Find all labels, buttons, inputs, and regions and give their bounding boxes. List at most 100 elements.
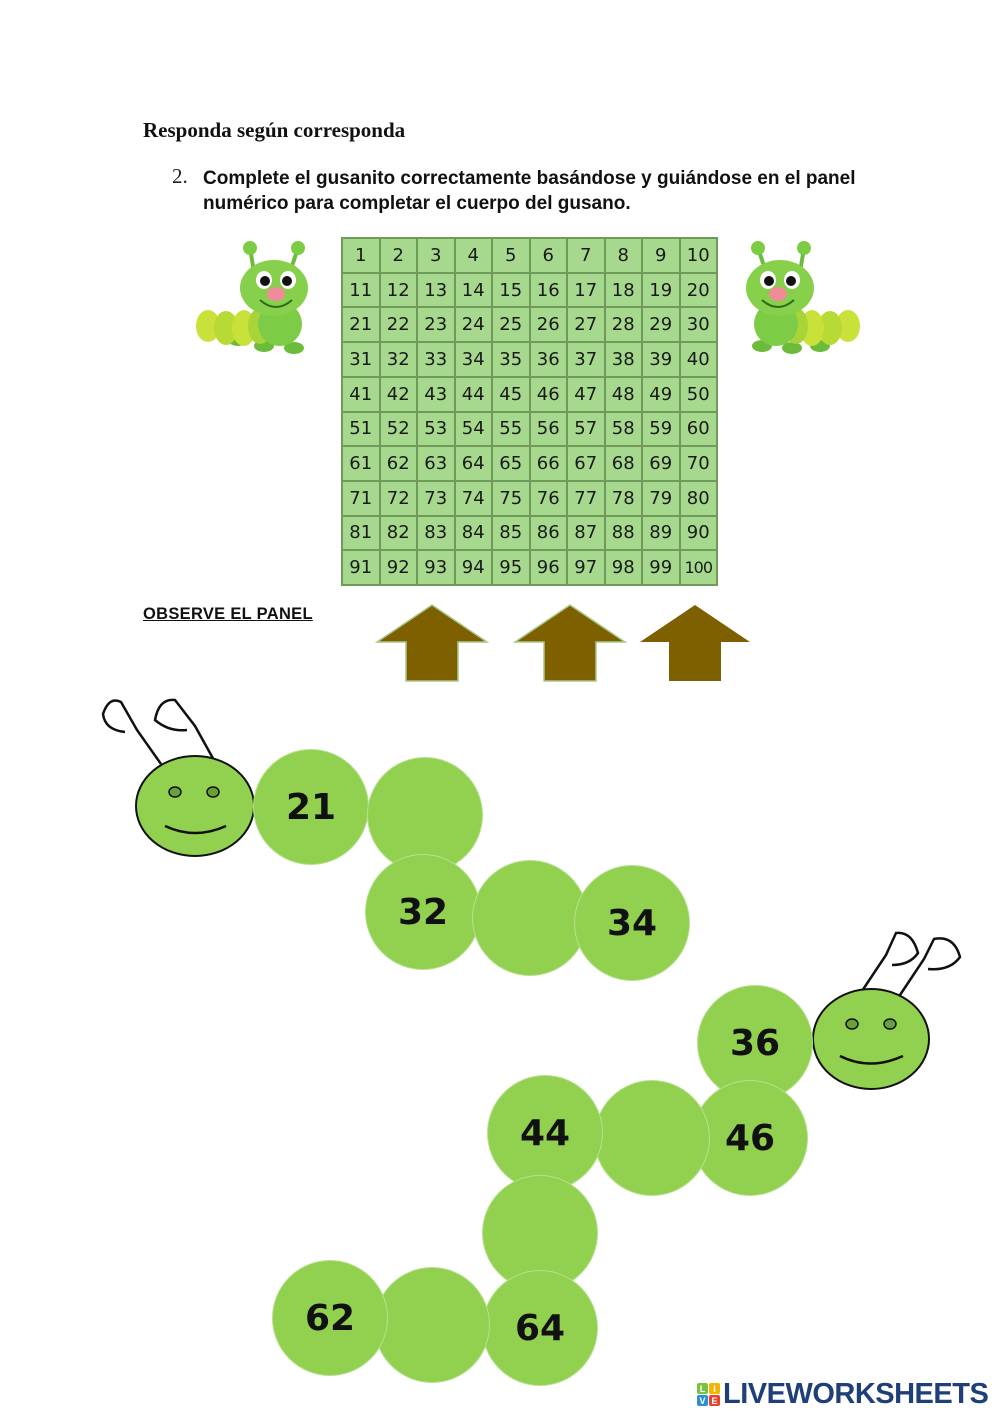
panel-cell: 73 <box>418 481 454 515</box>
panel-cell: 90 <box>680 516 716 550</box>
panel-cell: 44 <box>455 377 491 411</box>
segment-blank-22[interactable] <box>367 757 483 873</box>
panel-cell: 26 <box>530 308 566 342</box>
panel-cell: 10 <box>680 239 716 272</box>
segment-44: 44 <box>487 1075 603 1191</box>
panel-cell: 69 <box>643 447 679 480</box>
panel-cell: 3 <box>418 239 454 272</box>
panel-cell: 17 <box>568 273 604 307</box>
panel-cell: 12 <box>380 273 416 307</box>
segment-64: 64 <box>482 1270 598 1386</box>
panel-cell: 7 <box>568 239 604 272</box>
panel-cell: 21 <box>343 308 379 342</box>
panel-cell: 45 <box>493 377 529 411</box>
panel-cell: 70 <box>680 447 716 480</box>
panel-cell: 64 <box>455 447 491 480</box>
segment-34: 34 <box>574 865 690 981</box>
panel-cell: 93 <box>418 551 454 584</box>
panel-cell: 14 <box>455 273 491 307</box>
up-arrow-icon <box>640 605 750 681</box>
panel-cell: 46 <box>530 377 566 411</box>
cartoon-caterpillar-right-icon <box>746 241 860 354</box>
panel-cell: 33 <box>418 343 454 376</box>
panel-cell: 77 <box>568 481 604 515</box>
panel-cell: 1 <box>343 239 379 272</box>
up-arrow-icon <box>375 604 489 682</box>
panel-cell: 19 <box>643 273 679 307</box>
panel-cell: 27 <box>568 308 604 342</box>
panel-cell: 87 <box>568 516 604 550</box>
panel-cell: 32 <box>380 343 416 376</box>
answer-input-22[interactable] <box>383 789 467 841</box>
panel-cell: 11 <box>343 273 379 307</box>
panel-cell: 25 <box>493 308 529 342</box>
panel-cell: 37 <box>568 343 604 376</box>
panel-cell: 97 <box>568 551 604 584</box>
panel-cell: 22 <box>380 308 416 342</box>
panel-cell: 5 <box>493 239 529 272</box>
panel-cell: 98 <box>605 551 641 584</box>
panel-cell: 82 <box>380 516 416 550</box>
panel-cell: 76 <box>530 481 566 515</box>
question-text: Complete el gusanito correctamente basán… <box>203 168 856 214</box>
panel-cell: 52 <box>380 412 416 446</box>
panel-cell: 71 <box>343 481 379 515</box>
panel-cell: 20 <box>680 273 716 307</box>
panel-cell: 56 <box>530 412 566 446</box>
answer-input-63[interactable] <box>390 1299 474 1351</box>
panel-cell: 83 <box>418 516 454 550</box>
panel-cell: 13 <box>418 273 454 307</box>
panel-cell: 80 <box>680 481 716 515</box>
panel-cell: 31 <box>343 343 379 376</box>
segment-blank-63[interactable] <box>374 1267 490 1383</box>
panel-cell: 28 <box>605 308 641 342</box>
logo-tiles-icon: L I V E <box>697 1383 720 1406</box>
panel-cell: 75 <box>493 481 529 515</box>
panel-cell: 88 <box>605 516 641 550</box>
panel-cell: 95 <box>493 551 529 584</box>
panel-cell: 67 <box>568 447 604 480</box>
panel-cell: 9 <box>643 239 679 272</box>
cartoon-caterpillar-left-icon <box>196 241 308 354</box>
panel-cell: 39 <box>643 343 679 376</box>
panel-cell: 40 <box>680 343 716 376</box>
answer-input-54[interactable] <box>498 1207 582 1259</box>
segment-blank-45[interactable] <box>594 1080 710 1196</box>
panel-cell: 85 <box>493 516 529 550</box>
panel-cell: 15 <box>493 273 529 307</box>
panel-cell: 96 <box>530 551 566 584</box>
panel-cell: 91 <box>343 551 379 584</box>
panel-cell: 94 <box>455 551 491 584</box>
panel-cell: 57 <box>568 412 604 446</box>
panel-cell: 68 <box>605 447 641 480</box>
panel-cell: 66 <box>530 447 566 480</box>
panel-cell: 2 <box>380 239 416 272</box>
panel-cell: 29 <box>643 308 679 342</box>
segment-46: 46 <box>692 1080 808 1196</box>
segment-21: 21 <box>253 749 369 865</box>
segment-blank-33[interactable] <box>472 860 588 976</box>
panel-cell: 8 <box>605 239 641 272</box>
panel-cell: 42 <box>380 377 416 411</box>
panel-cell: 24 <box>455 308 491 342</box>
panel-cell: 53 <box>418 412 454 446</box>
panel-cell: 51 <box>343 412 379 446</box>
panel-cell: 36 <box>530 343 566 376</box>
panel-cell: 58 <box>605 412 641 446</box>
panel-cell: 38 <box>605 343 641 376</box>
panel-cell: 6 <box>530 239 566 272</box>
logo-text: LIVEWORKSHEETS <box>723 1378 989 1410</box>
panel-cell: 89 <box>643 516 679 550</box>
segment-32: 32 <box>365 854 481 970</box>
panel-cell: 47 <box>568 377 604 411</box>
segment-62: 62 <box>272 1260 388 1376</box>
answer-input-45[interactable] <box>610 1112 694 1164</box>
up-arrow-icon <box>513 604 627 682</box>
answer-input-33[interactable] <box>488 892 572 944</box>
panel-cell: 18 <box>605 273 641 307</box>
panel-cell: 30 <box>680 308 716 342</box>
panel-cell: 16 <box>530 273 566 307</box>
panel-cell: 43 <box>418 377 454 411</box>
panel-cell: 55 <box>493 412 529 446</box>
